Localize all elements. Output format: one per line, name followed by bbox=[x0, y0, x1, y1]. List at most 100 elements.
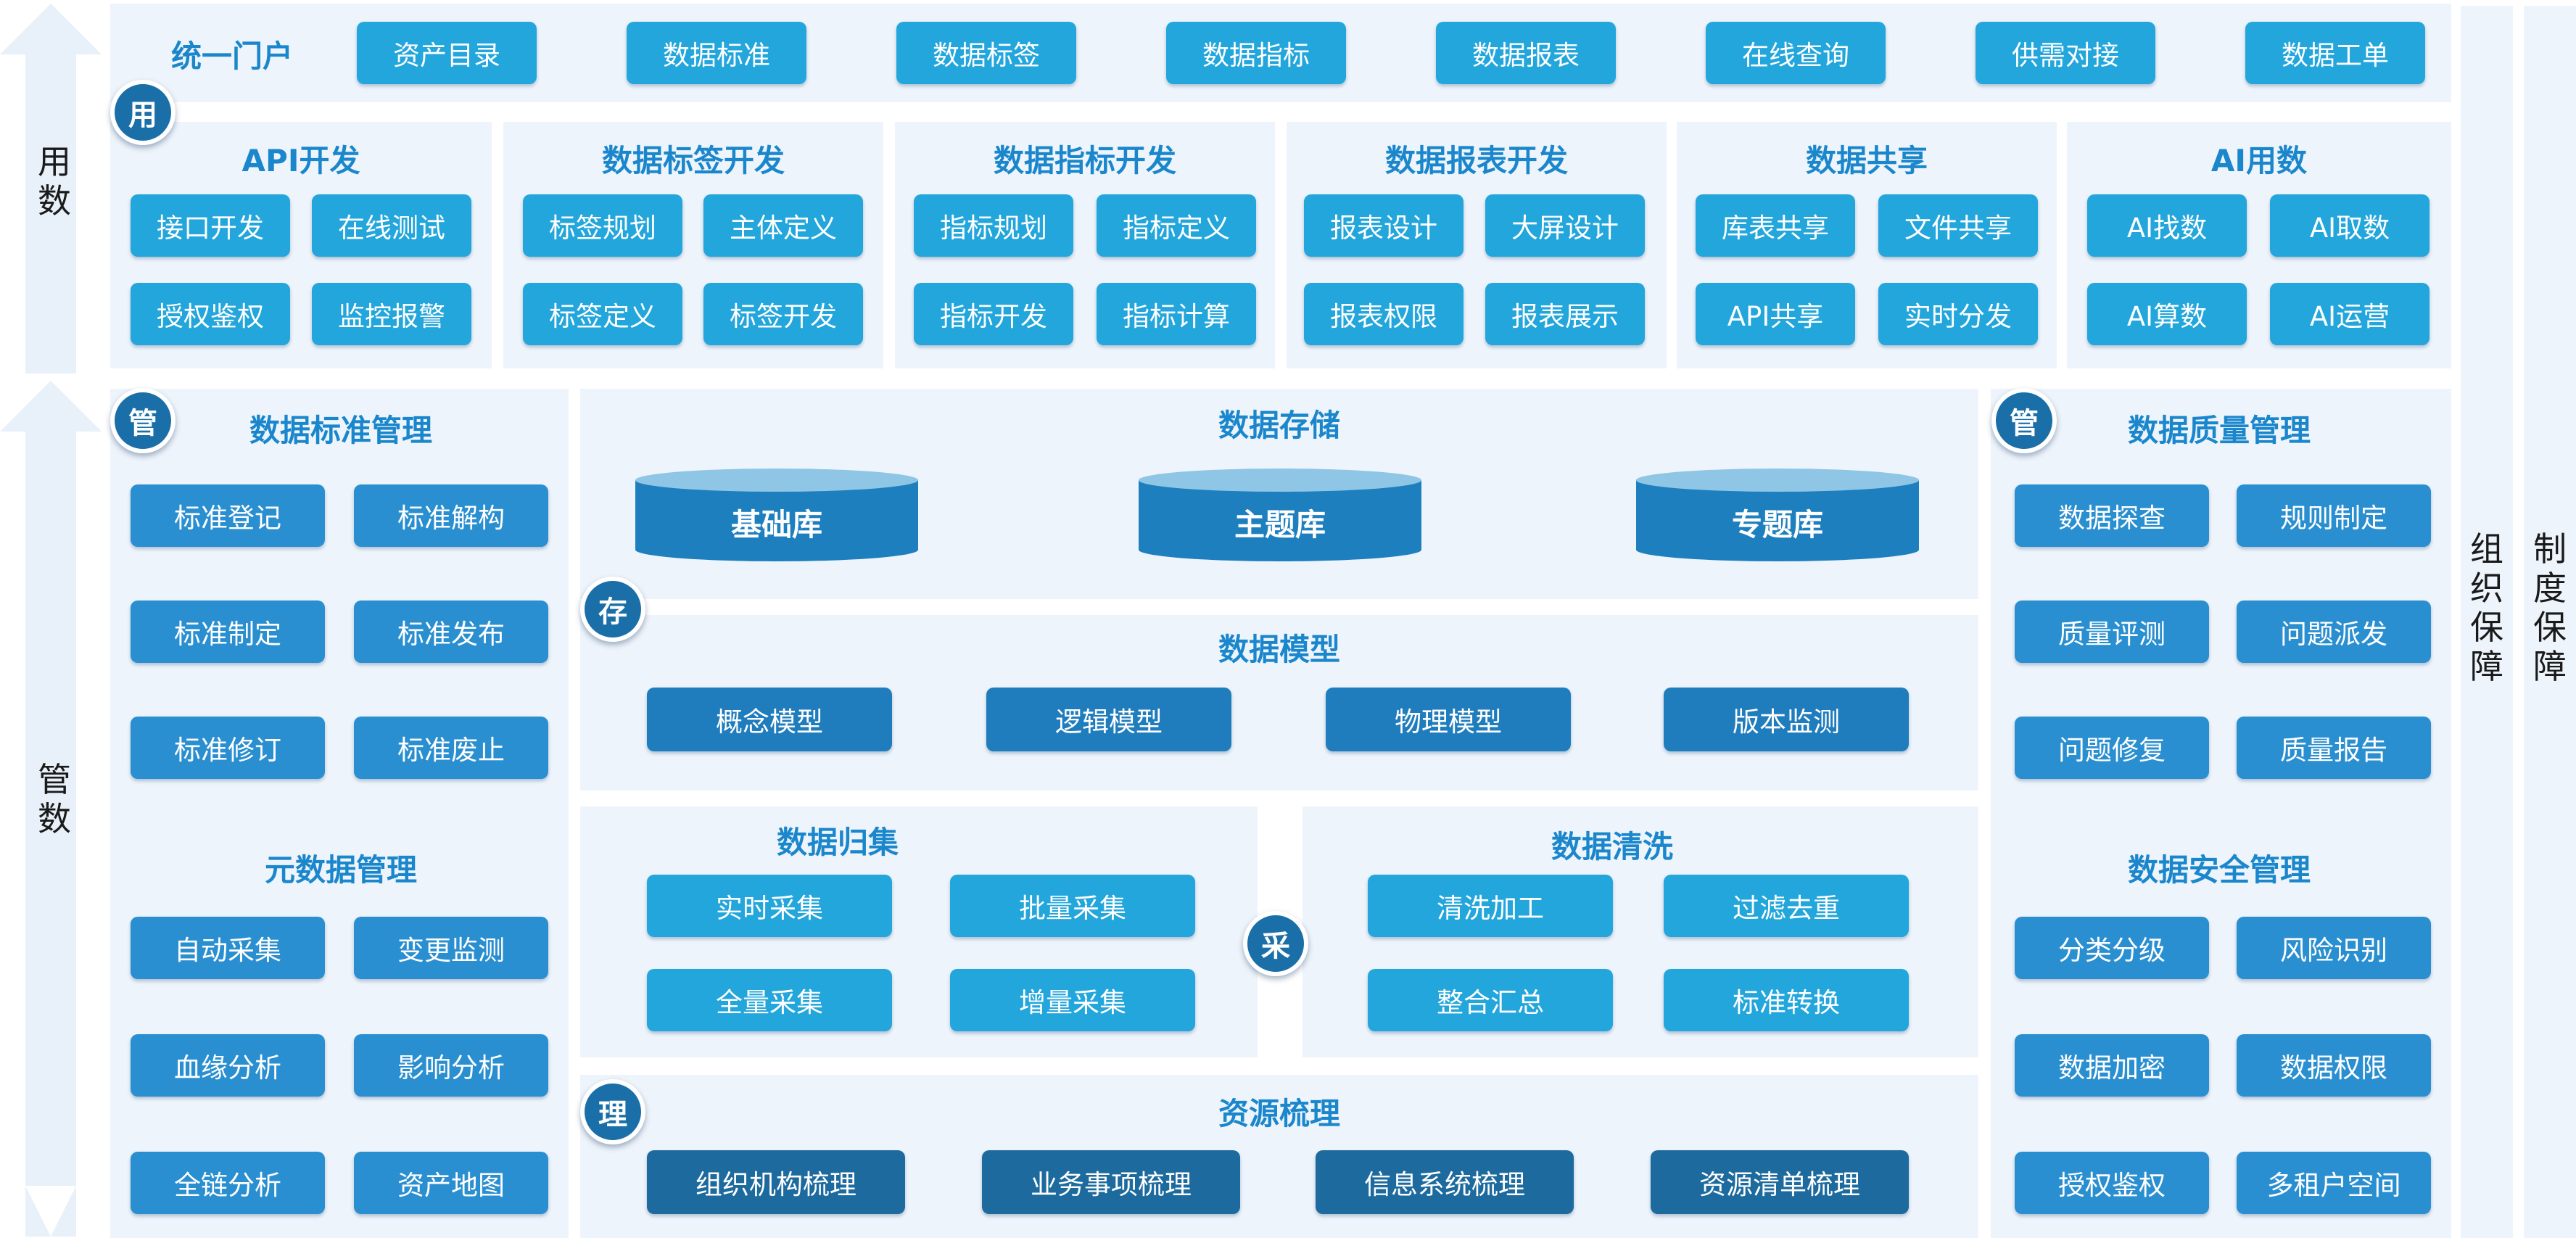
metadata-mgmt-item[interactable]: 影响分析 bbox=[354, 1034, 548, 1097]
api-dev-item[interactable]: 在线测试 bbox=[312, 194, 471, 257]
tag-dev-item[interactable]: 标签规划 bbox=[523, 194, 682, 257]
data-share-item[interactable]: API共享 bbox=[1696, 283, 1855, 345]
data-storage-title: 数据存储 bbox=[1218, 408, 1340, 443]
manage-data-label: 管 数 bbox=[38, 760, 71, 838]
metadata-mgmt-item[interactable]: 资产地图 bbox=[354, 1152, 548, 1214]
data-model-title: 数据模型 bbox=[1218, 632, 1340, 667]
base-db-cylinder: 基础库 bbox=[635, 469, 918, 563]
portal-item-data-report[interactable]: 数据报表 bbox=[1436, 22, 1616, 84]
portal-item-data-ticket[interactable]: 数据工单 bbox=[2245, 22, 2425, 84]
system-guarantee-label: 制 度 保 障 bbox=[2533, 529, 2567, 686]
resource-item[interactable]: 资源清单梳理 bbox=[1651, 1150, 1909, 1214]
security-mgmt-item[interactable]: 多租户空间 bbox=[2237, 1152, 2431, 1214]
quality-mgmt-item[interactable]: 规则制定 bbox=[2237, 484, 2431, 547]
api-dev-item[interactable]: 接口开发 bbox=[131, 194, 290, 257]
data-cleaning-item[interactable]: 整合汇总 bbox=[1368, 969, 1613, 1031]
portal-title: 统一门户 bbox=[170, 38, 293, 74]
data-model-item[interactable]: 概念模型 bbox=[647, 688, 892, 751]
metric-dev-item[interactable]: 指标定义 bbox=[1097, 194, 1256, 257]
data-share-title: 数据共享 bbox=[1805, 143, 1928, 178]
standard-mgmt-title: 数据标准管理 bbox=[249, 413, 432, 448]
data-model-item[interactable]: 逻辑模型 bbox=[986, 688, 1231, 751]
quality-mgmt-item[interactable]: 质量报告 bbox=[2237, 717, 2431, 779]
security-mgmt-item[interactable]: 分类分级 bbox=[2015, 917, 2209, 979]
ai-use-item[interactable]: AI取数 bbox=[2270, 194, 2430, 257]
system-guarantee-bar bbox=[2524, 6, 2576, 1238]
report-dev-item[interactable]: 大屏设计 bbox=[1485, 194, 1645, 257]
data-collection-item[interactable]: 实时采集 bbox=[647, 875, 892, 937]
data-share-item[interactable]: 实时分发 bbox=[1878, 283, 2038, 345]
collect-badge: 采 bbox=[1243, 911, 1308, 976]
metadata-mgmt-item[interactable]: 变更监测 bbox=[354, 917, 548, 979]
metadata-mgmt-item[interactable]: 血缘分析 bbox=[131, 1034, 325, 1097]
report-dev-item[interactable]: 报表权限 bbox=[1304, 283, 1464, 345]
portal-item-supply-demand[interactable]: 供需对接 bbox=[1976, 22, 2155, 84]
special-db-cylinder: 专题库 bbox=[1636, 469, 1919, 563]
quality-mgmt-item[interactable]: 质量评测 bbox=[2015, 601, 2209, 663]
quality-mgmt-item[interactable]: 问题修复 bbox=[2015, 717, 2209, 779]
quality-mgmt-title: 数据质量管理 bbox=[2127, 413, 2311, 448]
data-collection-title: 数据归集 bbox=[776, 825, 899, 860]
tag-dev-item[interactable]: 主体定义 bbox=[703, 194, 863, 257]
portal-item-online-query[interactable]: 在线查询 bbox=[1706, 22, 1886, 84]
standard-mgmt-item[interactable]: 标准废止 bbox=[354, 717, 548, 779]
quality-mgmt-item[interactable]: 数据探查 bbox=[2015, 484, 2209, 547]
resource-item[interactable]: 组织机构梳理 bbox=[647, 1150, 905, 1214]
security-mgmt-item[interactable]: 数据加密 bbox=[2015, 1034, 2209, 1097]
standard-mgmt-item[interactable]: 标准登记 bbox=[131, 484, 325, 547]
topic-db-cylinder: 主题库 bbox=[1139, 469, 1421, 563]
portal-item-data-metric[interactable]: 数据指标 bbox=[1166, 22, 1346, 84]
metric-dev-item[interactable]: 指标计算 bbox=[1097, 283, 1256, 345]
security-mgmt-title: 数据安全管理 bbox=[2127, 852, 2311, 888]
report-dev-item[interactable]: 报表展示 bbox=[1485, 283, 1645, 345]
metadata-mgmt-title: 元数据管理 bbox=[264, 852, 417, 888]
org-guarantee-bar bbox=[2461, 6, 2513, 1238]
resource-item[interactable]: 业务事项梳理 bbox=[982, 1150, 1240, 1214]
report-dev-item[interactable]: 报表设计 bbox=[1304, 194, 1464, 257]
metadata-mgmt-item[interactable]: 全链分析 bbox=[131, 1152, 325, 1214]
data-model-item[interactable]: 物理模型 bbox=[1326, 688, 1571, 751]
portal-item-data-standard[interactable]: 数据标准 bbox=[627, 22, 806, 84]
data-cleaning-item[interactable]: 过滤去重 bbox=[1664, 875, 1909, 937]
standard-mgmt-item[interactable]: 标准发布 bbox=[354, 601, 548, 663]
tag-dev-title: 数据标签开发 bbox=[601, 143, 785, 178]
data-cleaning-item[interactable]: 清洗加工 bbox=[1368, 875, 1613, 937]
tag-dev-item[interactable]: 标签开发 bbox=[703, 283, 863, 345]
manage-right-badge: 管 bbox=[1991, 388, 2057, 453]
data-collection-item[interactable]: 全量采集 bbox=[647, 969, 892, 1031]
portal-item-asset-catalog[interactable]: 资产目录 bbox=[357, 22, 537, 84]
metadata-mgmt-item[interactable]: 自动采集 bbox=[131, 917, 325, 979]
ai-use-item[interactable]: AI找数 bbox=[2087, 194, 2247, 257]
standard-mgmt-item[interactable]: 标准解构 bbox=[354, 484, 548, 547]
tag-dev-item[interactable]: 标签定义 bbox=[523, 283, 682, 345]
ai-use-title: AI用数 bbox=[2210, 143, 2308, 178]
use-arrow bbox=[0, 4, 102, 374]
data-collection-item[interactable]: 批量采集 bbox=[950, 875, 1195, 937]
quality-mgmt-item[interactable]: 问题派发 bbox=[2237, 601, 2431, 663]
data-cleaning-title: 数据清洗 bbox=[1551, 829, 1673, 864]
data-cleaning-item[interactable]: 标准转换 bbox=[1664, 969, 1909, 1031]
data-share-item[interactable]: 文件共享 bbox=[1878, 194, 2038, 257]
arrange-badge: 理 bbox=[580, 1079, 645, 1144]
ai-use-item[interactable]: AI运营 bbox=[2270, 283, 2430, 345]
api-dev-item[interactable]: 监控报警 bbox=[312, 283, 471, 345]
data-model-item[interactable]: 版本监测 bbox=[1664, 688, 1909, 751]
use-badge: 用 bbox=[110, 80, 176, 145]
data-share-item[interactable]: 库表共享 bbox=[1696, 194, 1855, 257]
metric-dev-item[interactable]: 指标开发 bbox=[914, 283, 1073, 345]
manage-left-badge: 管 bbox=[110, 388, 176, 453]
security-mgmt-item[interactable]: 授权鉴权 bbox=[2015, 1152, 2209, 1214]
security-mgmt-item[interactable]: 风险识别 bbox=[2237, 917, 2431, 979]
store-badge: 存 bbox=[580, 577, 645, 642]
ai-use-item[interactable]: AI算数 bbox=[2087, 283, 2247, 345]
resource-item[interactable]: 信息系统梳理 bbox=[1316, 1150, 1574, 1214]
api-dev-item[interactable]: 授权鉴权 bbox=[131, 283, 290, 345]
api-dev-title: API开发 bbox=[242, 143, 360, 178]
portal-item-data-tag[interactable]: 数据标签 bbox=[896, 22, 1076, 84]
standard-mgmt-item[interactable]: 标准制定 bbox=[131, 601, 325, 663]
metric-dev-item[interactable]: 指标规划 bbox=[914, 194, 1073, 257]
security-mgmt-item[interactable]: 数据权限 bbox=[2237, 1034, 2431, 1097]
data-collection-item[interactable]: 增量采集 bbox=[950, 969, 1195, 1031]
standard-mgmt-item[interactable]: 标准修订 bbox=[131, 717, 325, 779]
org-guarantee-label: 组 织 保 障 bbox=[2470, 529, 2503, 686]
